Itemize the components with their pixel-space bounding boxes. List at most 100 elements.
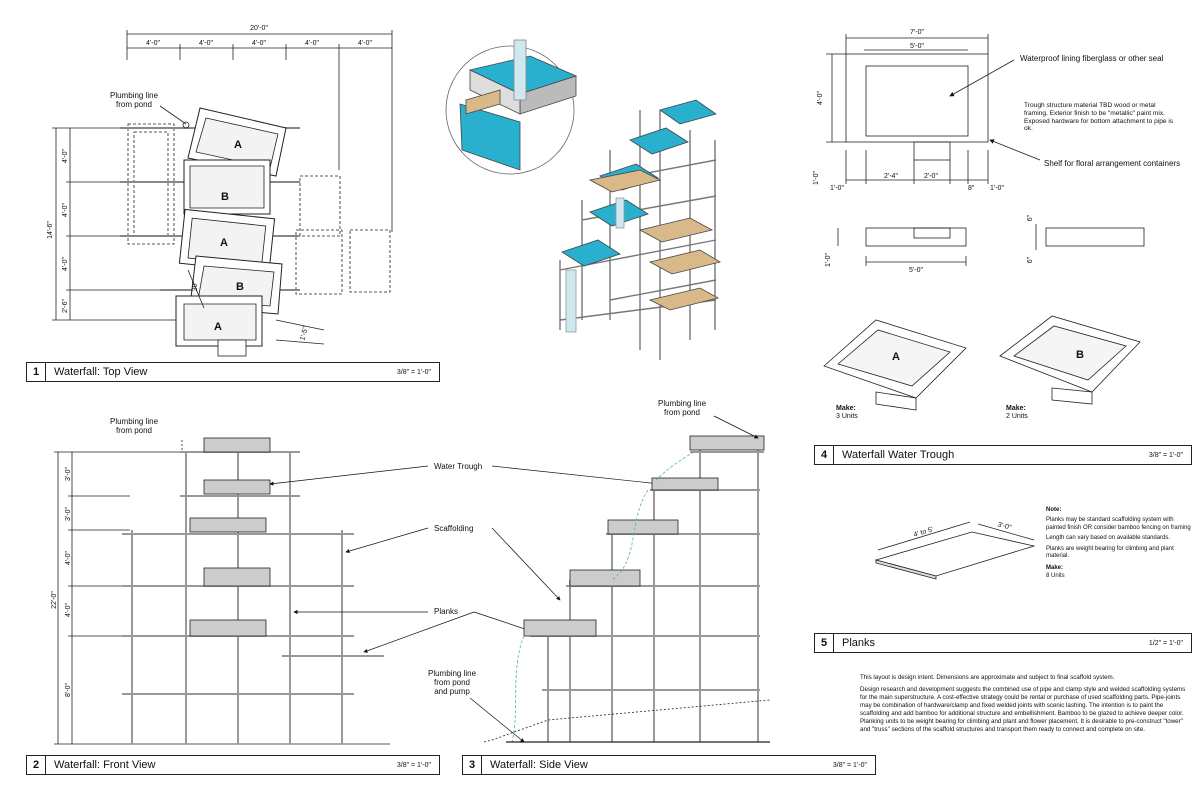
plank-note-1: Planks may be standard scaffolding syste… [1046,517,1191,531]
caption-panel-4: 4 Waterfall Water Trough 3/8" = 1'-0" [814,445,1192,465]
top-overall-width: 20'-0" [250,25,268,32]
trough-material-note: Trough structure material TBD wood or me… [1024,102,1174,133]
top-bay-2: 4'-0" [199,40,213,47]
panel-scale: 3/8" = 1'-0" [396,761,431,769]
callout-planks: Planks [434,607,458,616]
top-bay-4: 4'-0" [305,40,319,47]
side-view-drawing [483,435,771,743]
trough-label-a3: A [214,321,222,333]
panel-title: Waterfall: Front View [54,759,156,771]
trough-small-dim-1: 6" [1027,214,1034,221]
trough-make-a: 3 Units [836,413,858,420]
front-height-5: 8'-0" [65,683,72,697]
general-notes: This layout is design intent. Dimensions… [860,674,1192,738]
panel-number: 5 [815,634,834,652]
panel-scale: 3/8" = 1'-0" [832,761,867,769]
trough-small-dim-2: 6" [1027,256,1034,263]
top-bay-1: 4'-0" [146,40,160,47]
trough-inner: 5'-0" [910,43,924,50]
top-depth-4: 2'-6" [62,299,69,313]
callout-water-trough: Water Trough [434,462,482,471]
panel-number: 2 [27,756,46,774]
plank-length: 4' to 5' [913,526,934,539]
caption-panel-2: 2 Waterfall: Front View 3/8" = 1'-0" [26,755,440,775]
front-plumbing-line-1: Plumbing line [110,417,159,426]
trough-make-b: 2 Units [1006,413,1028,420]
caption-panel-5: 5 Planks 1/2" = 1'-0" [814,633,1192,653]
top-view-drawing [52,30,393,357]
side-plumbing-bottom-1: Plumbing line [428,669,477,678]
trough-label-b2: B [236,281,244,293]
panel-title: Waterfall: Top View [54,366,148,378]
panel-title: Waterfall Water Trough [842,449,955,461]
callout-leaders [269,465,661,653]
front-view-labels: Plumbing line from pond 22'-0" 3'-0" 3'-… [51,417,159,697]
trough-dim-4: 8" [968,185,975,192]
trough-elev-height: 1'-0" [825,253,832,267]
trough-plan [823,34,1145,411]
isometric-view [445,39,722,360]
top-bay-5: 4'-0" [358,40,372,47]
panel-number: 4 [815,446,834,464]
plank-note-3: Planks are weight bearing for climbing a… [1046,545,1174,560]
top-plumbing-line-2: from pond [116,100,152,109]
trough-shelf-note: Shelf for floral arrangement containers [1044,159,1180,168]
top-depth-3: 4'-0" [62,257,69,271]
side-plumbing-top-2: from pond [664,408,700,417]
trough-dim-2: 2'-4" [884,173,898,180]
front-plumbing-line-2: from pond [116,426,152,435]
top-depth-2: 4'-0" [62,203,69,217]
trough-depth: 4'-0" [817,91,824,105]
side-plumbing-bottom-3: and pump [434,687,470,696]
trough-side-dim: 1'-0" [813,171,820,185]
front-height-3: 4'-0" [65,551,72,565]
side-plumbing-bottom-2: from pond [434,678,470,687]
panel-scale: 3/8" = 1'-0" [1148,451,1183,459]
general-note-1: This layout is design intent. Dimensions… [860,674,1115,681]
panel-scale: 1/2" = 1'-0" [1148,639,1183,647]
trough-labels: 7'-0" 5'-0" 4'-0" Waterproof lining fibe… [813,29,1180,420]
trough-label-b1: B [221,191,229,203]
callout-scaffolding: Scaffolding [434,524,473,533]
panel-number: 1 [27,363,46,381]
front-height-1: 3'-0" [65,467,72,481]
plank-drawing [874,521,1036,580]
plank-make-label: Make: [1046,565,1064,572]
trough-lining-note: Waterproof lining fiberglass or other se… [1020,54,1164,63]
trough-iso-a: A [892,351,900,363]
top-overall-depth: 14'-6" [47,221,54,239]
general-note-2: Design research and development suggests… [860,686,1186,733]
trough-outer: 7'-0" [910,29,924,36]
top-view-labels: 20'-0" 4'-0" 4'-0" 4'-0" 4'-0" 4'-0" 14'… [47,25,372,341]
top-angle: 30° [191,281,199,292]
side-plumbing-top-1: Plumbing line [658,399,707,408]
panel-title: Waterfall: Side View [490,759,588,771]
trough-dim-3: 2'-0" [924,173,938,180]
front-overall-height: 22'-0" [51,591,58,609]
front-height-2: 3'-0" [65,507,72,521]
panel-title: Planks [842,637,876,649]
panel-number: 3 [463,756,482,774]
top-bay-3: 4'-0" [252,40,266,47]
front-view-drawing [54,437,390,745]
front-height-4: 4'-0" [65,603,72,617]
trough-dim-5: 1'-0" [990,185,1004,192]
plank-notes: Note: Planks may be standard scaffolding… [1046,507,1191,583]
top-plumbing-line-1: Plumbing line [110,91,159,100]
trough-dim-1: 1'-0" [830,185,844,192]
top-offset: 1'-5" [299,325,310,341]
plank-width: 3'-0" [997,521,1013,532]
side-view-labels: Plumbing line from pond Plumbing line fr… [428,399,707,696]
caption-panel-1: 1 Waterfall: Top View 3/8" = 1'-0" [26,362,440,382]
plank-make-count: 8 Units [1046,572,1065,579]
trough-label-a2: A [220,237,228,249]
panel-scale: 3/8" = 1'-0" [396,368,431,376]
trough-make-label-b: Make: [1006,405,1026,412]
plank-note-2: Length can vary based on available stand… [1046,535,1171,542]
top-depth-1: 4'-0" [62,149,69,163]
trough-iso-b: B [1076,349,1084,361]
callout-labels: Water Trough Scaffolding Planks [434,462,482,616]
trough-make-label-a: Make: [836,405,856,412]
trough-elev-width: 5'-0" [909,267,923,274]
